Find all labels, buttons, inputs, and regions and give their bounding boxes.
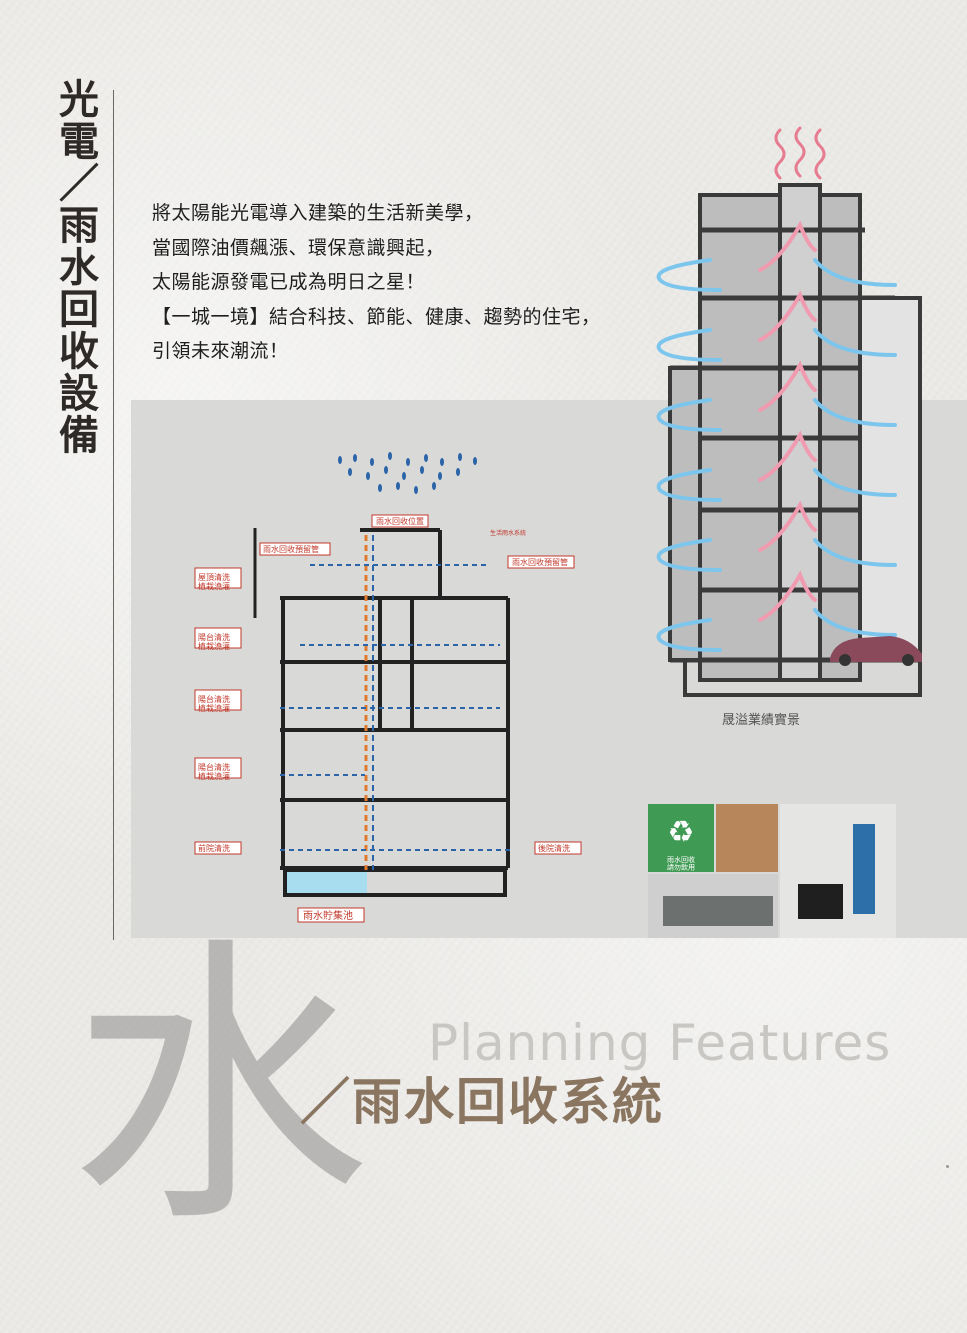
label-balcony-1: 陽台清洗植栽澆灌: [198, 632, 230, 651]
intro-line: 【一城一境】結合科技、節能、健康、趨勢的住宅，: [152, 305, 601, 328]
rainwater-system-diagram: 雨水回收位置 雨水回收預留管 雨水回收預留管 屋頂清洗植栽澆灌 陽台清洗植栽澆灌…: [194, 452, 582, 923]
photo-collage: ♻ 雨水回收請勿飲用: [648, 804, 896, 938]
sign-text: 雨水回收請勿飲用: [667, 855, 695, 872]
intro-text: 將太陽能光電導入建築的生活新美學， 當國際油價飆漲、環保意識興起， 太陽能源發電…: [152, 196, 601, 369]
section-subtitle: ／雨水回收系統: [300, 1072, 664, 1131]
decorative-dot: [946, 1165, 949, 1168]
intro-line: 將太陽能光電導入建築的生活新美學，: [152, 202, 484, 224]
label-balcony-3: 陽台清洗植栽澆灌: [198, 762, 230, 781]
intro-line: 引領未來潮流！: [152, 340, 289, 362]
label-back-yard: 後院清洗: [538, 843, 570, 853]
side-divider: [113, 90, 114, 940]
label-roof: 屋頂清洗植栽澆灌: [198, 572, 230, 591]
intro-line: 太陽能源發電已成為明日之星！: [152, 271, 426, 293]
label-reserve-pipe-left: 雨水回收預留管: [263, 544, 319, 554]
label-tank: 雨水貯集池: [303, 909, 353, 922]
intro-line: 當國際油價飆漲、環保意識興起，: [152, 236, 445, 259]
airflow-section-diagram: [656, 126, 922, 697]
label-reserve-pipe-right: 雨水回收預留管: [512, 557, 568, 567]
planning-features-text: Planning Features: [428, 1014, 892, 1072]
label-vertical-pipe: 生活雨水系統: [490, 529, 526, 537]
decorative-big-character: 水: [70, 913, 370, 1262]
label-balcony-2: 陽台清洗植栽澆灌: [198, 694, 230, 713]
photo-caption: 晟溢業績實景: [722, 713, 801, 728]
recycle-icon: ♻: [668, 815, 695, 850]
car-icon: [830, 636, 922, 666]
label-collection-position: 雨水回收位置: [376, 516, 424, 526]
side-title: 光電／雨水回收設備: [52, 78, 99, 456]
label-front-yard: 前院清洗: [198, 843, 230, 853]
